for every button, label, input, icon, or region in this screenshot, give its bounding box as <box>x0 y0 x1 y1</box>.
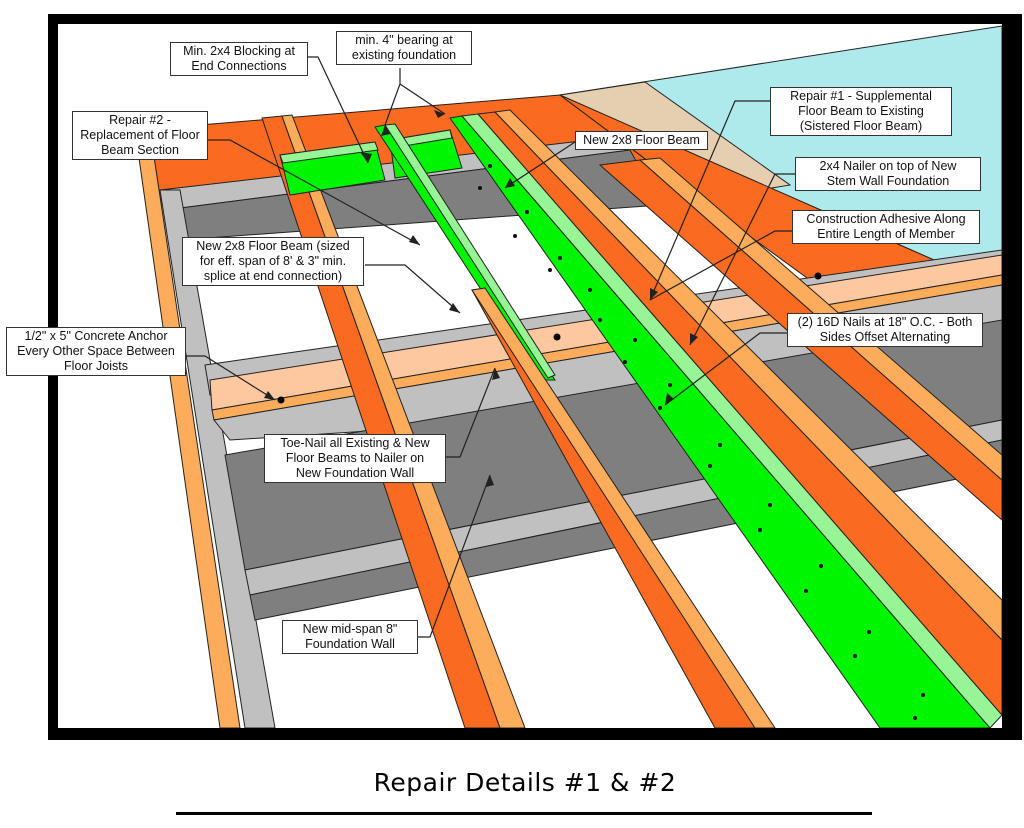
callout-midspan: New mid-span 8" Foundation Wall <box>282 620 418 654</box>
callout-nailer: 2x4 Nailer on top of New Stem Wall Found… <box>795 157 981 191</box>
callout-repair-1: Repair #1 - Supplemental Floor Beam to E… <box>770 87 952 136</box>
sistered-beam-top <box>461 113 1002 728</box>
callout-bearing: min. 4" bearing at existing foundation <box>336 31 472 65</box>
anchor-bolt <box>277 396 285 404</box>
left-foundation <box>159 189 276 728</box>
existing-floor-beam <box>477 111 1002 716</box>
anchor-bolt <box>553 333 561 341</box>
replacement-beam-top <box>384 123 556 379</box>
leader-lines <box>186 56 795 638</box>
callout-new-beam-sized: New 2x8 Floor Beam (sized for eff. span … <box>182 237 364 286</box>
callout-toenail: Toe-Nail all Existing & New Floor Beams … <box>264 434 446 483</box>
callout-blocking: Min. 2x4 Blocking at End Connections <box>170 42 308 76</box>
nail-pattern <box>478 164 925 720</box>
callout-adhesive: Construction Adhesive Along Entire Lengt… <box>792 210 980 244</box>
drawing-title: Repair Details #1 & #2 <box>373 768 677 797</box>
callout-nails: (2) 16D Nails at 18" O.C. - Both Sides O… <box>787 313 983 347</box>
callout-repair-2: Repair #2 - Replacement of Floor Beam Se… <box>72 111 208 160</box>
callout-anchor: 1/2" x 5" Concrete Anchor Every Other Sp… <box>6 327 186 376</box>
existing-floor-beam-top <box>493 109 1002 641</box>
blocking-left-top <box>279 141 379 164</box>
sistered-beam <box>449 115 991 728</box>
arrow-heads <box>264 110 698 487</box>
callout-new-beam: New 2x8 Floor Beam <box>575 131 708 150</box>
existing-beam-section-top <box>471 287 776 728</box>
anchor-bolt <box>814 272 822 280</box>
title-underline <box>176 812 872 815</box>
